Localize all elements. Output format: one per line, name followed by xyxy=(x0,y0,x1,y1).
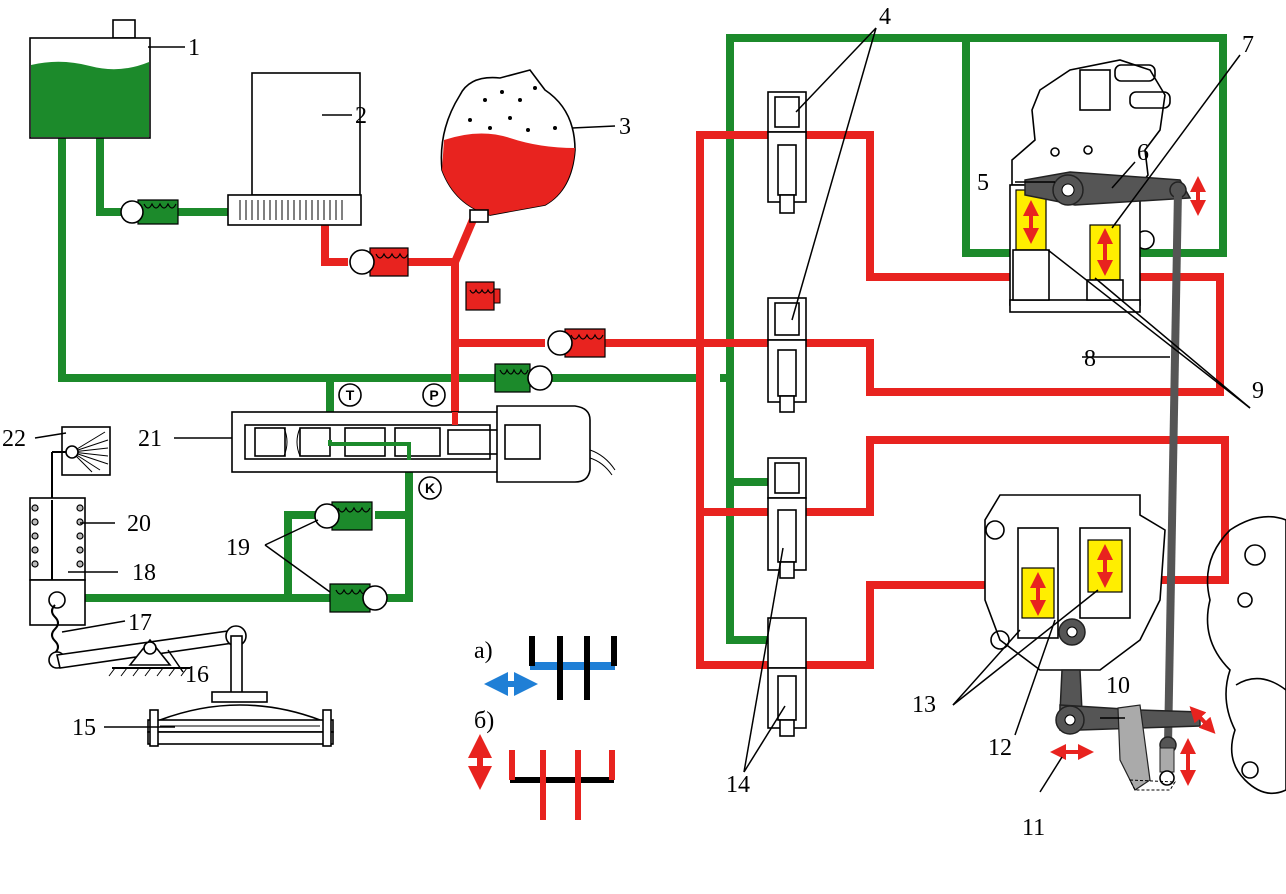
solenoid-valves xyxy=(767,91,807,737)
check-valve-green-return xyxy=(494,363,553,393)
label-11: 11 xyxy=(1022,815,1045,841)
label-16: 16 xyxy=(185,662,209,688)
label-17: 17 xyxy=(128,610,152,636)
check-valve-19-upper xyxy=(314,501,373,531)
clutch-position-sensor xyxy=(51,426,111,500)
label-13: 13 xyxy=(912,692,936,718)
label-10: 10 xyxy=(1106,673,1130,699)
gearbox-casing xyxy=(1206,515,1286,795)
check-valve-red-1 xyxy=(349,247,409,277)
shift-rod xyxy=(1164,189,1182,746)
pump-unit xyxy=(227,72,362,226)
label-14: 14 xyxy=(726,772,750,798)
upper-shift-lever xyxy=(1024,171,1192,206)
pressure-sensor-valve xyxy=(465,281,501,311)
legend-label-b: б) xyxy=(474,708,494,734)
legend-select-shift xyxy=(468,734,615,820)
label-20: 20 xyxy=(127,511,151,537)
svg-text:T: T xyxy=(346,387,355,403)
clutch-cylinder xyxy=(29,497,86,626)
port-p: P xyxy=(422,383,446,407)
check-valve-pump xyxy=(120,199,179,225)
oil-tank xyxy=(29,19,151,139)
label-1: 1 xyxy=(188,35,200,61)
legend-axial-shift xyxy=(484,636,617,700)
label-15: 15 xyxy=(72,715,96,741)
svg-text:K: K xyxy=(425,480,435,496)
port-k: K xyxy=(418,476,442,500)
legend-label-a: а) xyxy=(474,638,493,664)
callout-labels: 1 2 3 4 5 6 7 8 9 10 11 12 13 14 15 16 1… xyxy=(2,4,1264,841)
upper-cylinder-left xyxy=(1012,189,1050,301)
leader-lines xyxy=(34,27,1251,793)
clutch-assembly xyxy=(147,691,334,747)
label-7: 7 xyxy=(1242,32,1254,58)
check-valve-19-lower xyxy=(329,583,388,613)
label-9: 9 xyxy=(1252,378,1264,404)
solenoid-valve-1 xyxy=(767,91,807,214)
label-5: 5 xyxy=(977,170,989,196)
solenoid-valve-2 xyxy=(767,297,807,413)
control-valve xyxy=(231,405,616,483)
label-4: 4 xyxy=(879,4,891,30)
label-8: 8 xyxy=(1084,346,1096,372)
clutch-linkage xyxy=(48,604,247,695)
label-2: 2 xyxy=(355,103,367,129)
accumulator xyxy=(440,69,576,223)
svg-text:P: P xyxy=(429,387,438,403)
label-12: 12 xyxy=(988,735,1012,761)
lower-shift-lever xyxy=(1055,618,1201,791)
label-18: 18 xyxy=(132,560,156,586)
port-t: T xyxy=(338,383,362,407)
motion-arrows xyxy=(1023,176,1216,786)
solenoid-valve-3 xyxy=(767,457,807,579)
label-6: 6 xyxy=(1137,140,1149,166)
solenoid-valve-4 xyxy=(767,617,807,737)
lower-actuator-housing xyxy=(984,494,1166,671)
label-22: 22 xyxy=(2,426,26,452)
label-19: 19 xyxy=(226,535,250,561)
label-3: 3 xyxy=(619,114,631,140)
label-21: 21 xyxy=(138,426,162,452)
return-lines xyxy=(58,34,1227,644)
check-valve-red-2 xyxy=(547,328,606,358)
